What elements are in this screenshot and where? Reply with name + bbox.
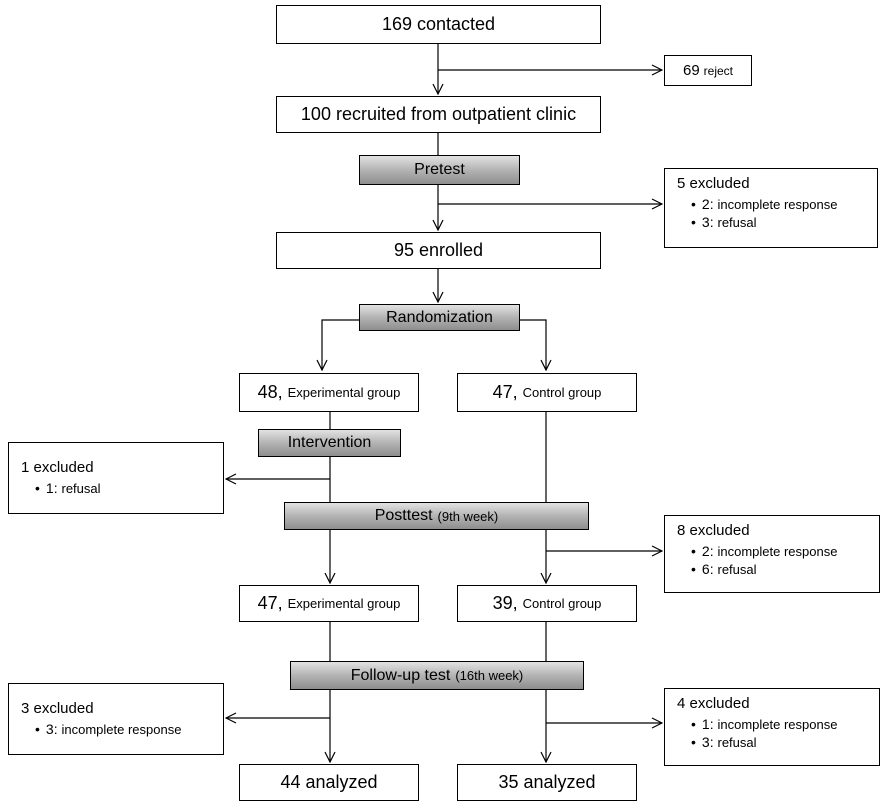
exp-group-1-label: Experimental group	[287, 385, 401, 400]
list-item: • 3: incomplete response	[35, 721, 213, 737]
intervention-box: Intervention	[258, 429, 401, 457]
list-item: • 1: refusal	[35, 480, 213, 496]
pretest-label: Pretest	[414, 161, 465, 178]
exp-group-2-count: 47,	[257, 593, 283, 613]
posttest-control-excluded-box: 8 excluded • 2: incomplete response • 6: r…	[664, 515, 880, 593]
followup-exp-excluded-box: 3 excluded • 3: incomplete response	[8, 683, 224, 755]
exclusion-count: 1:	[701, 716, 714, 732]
reject-count: 69	[682, 62, 700, 79]
exclusion-reason: refusal	[717, 562, 757, 577]
bullet: •	[691, 214, 696, 230]
exclusion-count: 3:	[45, 721, 58, 737]
exclusion-reason: incomplete response	[717, 197, 838, 212]
ctrl-group-1-count: 47,	[492, 382, 518, 402]
bullet: •	[35, 721, 40, 737]
posttest-note: (9th week)	[437, 508, 499, 524]
followup-box: Follow-up test (16th week)	[290, 661, 584, 690]
followup-control-excluded-title: 4 excluded	[677, 695, 750, 712]
ctrl-analyzed-label: 35 analyzed	[498, 772, 596, 792]
exclusion-reason: refusal	[717, 215, 757, 230]
exclusion-reason: incomplete response	[61, 722, 182, 737]
exp-group-box-1: 48, Experimental group	[239, 373, 419, 412]
bullet: •	[691, 734, 696, 750]
exclusion-count: 6:	[701, 561, 714, 577]
reject-box: 69 reject	[664, 55, 752, 86]
intervention-excluded-box: 1 excluded • 1: refusal	[8, 442, 224, 514]
bullet: •	[691, 543, 696, 559]
posttest-label: Posttest	[374, 507, 433, 524]
list-item: • 1: incomplete response	[691, 716, 869, 732]
recruited-box: 100 recruited from outpatient clinic	[276, 96, 601, 133]
exclusion-count: 3:	[701, 214, 714, 230]
followup-control-excluded-box: 4 excluded • 1: incomplete response • 3: r…	[664, 688, 880, 766]
pretest-excluded-box: 5 excluded • 2: incomplete response • 3: r…	[664, 168, 878, 248]
list-item: • 3: refusal	[691, 214, 867, 230]
list-item: • 6: refusal	[691, 561, 869, 577]
reject-label: reject	[703, 63, 734, 78]
bullet: •	[691, 196, 696, 212]
ctrl-group-box-1: 47, Control group	[457, 373, 637, 412]
exclusion-reason: refusal	[61, 481, 101, 496]
exp-analyzed-box: 44 analyzed	[239, 764, 419, 801]
exclusion-count: 3:	[701, 734, 714, 750]
randomization-box: Randomization	[359, 304, 520, 331]
pretest-excluded-title: 5 excluded	[677, 175, 750, 192]
ctrl-group-2-count: 39,	[492, 593, 518, 613]
contacted-label: 169 contacted	[381, 14, 496, 34]
bullet: •	[691, 561, 696, 577]
list-item: • 2: incomplete response	[691, 196, 867, 212]
posttest-control-excluded-title: 8 excluded	[677, 522, 750, 539]
followup-note: (16th week)	[455, 668, 524, 683]
bullet: •	[35, 480, 40, 496]
followup-label: Follow-up test	[350, 666, 451, 684]
arrow-randomization-ctrl	[520, 319, 546, 370]
exclusion-reason: refusal	[717, 735, 757, 750]
exclusion-count: 2:	[701, 543, 714, 559]
arrow-randomization-exp	[322, 319, 360, 370]
followup-exp-excluded-title: 3 excluded	[21, 700, 94, 717]
exp-group-1-count: 48,	[257, 382, 283, 402]
exclusion-reason: incomplete response	[717, 717, 838, 732]
randomization-label: Randomization	[386, 308, 493, 326]
pretest-box: Pretest	[359, 155, 520, 185]
ctrl-group-box-2: 39, Control group	[457, 585, 637, 622]
exp-group-box-2: 47, Experimental group	[239, 585, 419, 622]
ctrl-group-1-label: Control group	[522, 385, 602, 400]
exp-group-2-label: Experimental group	[287, 596, 401, 611]
bullet: •	[691, 716, 696, 732]
exp-analyzed-label: 44 analyzed	[280, 772, 378, 792]
enrolled-label: 95 enrolled	[393, 240, 484, 260]
intervention-excluded-title: 1 excluded	[21, 459, 94, 476]
enrolled-box: 95 enrolled	[276, 232, 601, 269]
list-item: • 3: refusal	[691, 734, 869, 750]
recruited-label: 100 recruited from outpatient clinic	[300, 104, 577, 124]
contacted-box: 169 contacted	[276, 5, 601, 44]
ctrl-analyzed-box: 35 analyzed	[457, 764, 637, 801]
intervention-label: Intervention	[287, 434, 372, 451]
exclusion-count: 1:	[45, 480, 58, 496]
list-item: • 2: incomplete response	[691, 543, 869, 559]
ctrl-group-2-label: Control group	[522, 596, 602, 611]
posttest-box: Posttest (9th week)	[284, 502, 589, 530]
exclusion-reason: incomplete response	[717, 544, 838, 559]
exclusion-count: 2:	[701, 196, 714, 212]
